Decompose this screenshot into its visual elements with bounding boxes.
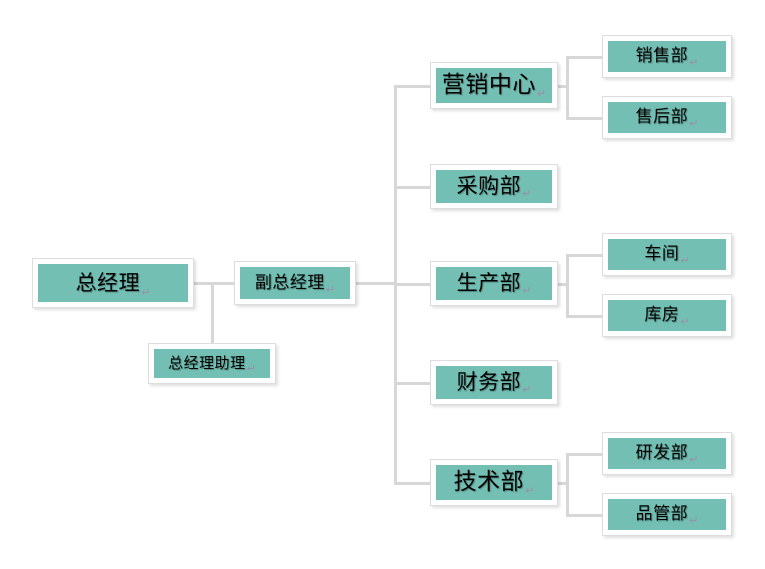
node-label: 财务部	[456, 370, 522, 394]
connector-subtrunk-to-warehouse	[566, 315, 604, 318]
paragraph-mark-icon: ↵	[246, 362, 256, 375]
paragraph-mark-icon: ↵	[689, 56, 699, 69]
paragraph-mark-icon: ↵	[680, 315, 690, 328]
node-label: 研发部	[635, 443, 689, 463]
connector-trunk-to-marketing	[394, 85, 431, 88]
node-label: 品管部	[635, 504, 689, 524]
connector-tech-subtrunk	[566, 453, 569, 516]
node-fill: 车间 ↵	[608, 239, 726, 270]
node-production-dept[interactable]: 生产部 ↵	[430, 261, 558, 306]
connector-subtrunk-to-sales	[566, 56, 604, 59]
paragraph-mark-icon: ↵	[689, 514, 699, 527]
node-fill: 库房 ↵	[608, 300, 726, 331]
node-label: 生产部	[456, 271, 522, 295]
node-fill: 技术部 ↵	[436, 465, 552, 500]
node-label: 技术部	[453, 469, 525, 495]
node-marketing-center[interactable]: 营销中心 ↵	[430, 62, 558, 109]
connector-deputy-to-trunk	[355, 282, 397, 285]
node-workshop[interactable]: 车间 ↵	[602, 233, 732, 276]
node-label: 售后部	[635, 107, 689, 127]
paragraph-mark-icon: ↵	[522, 383, 532, 396]
node-fill: 品管部 ↵	[608, 499, 726, 530]
node-fill: 总经理助理 ↵	[154, 349, 270, 378]
connector-junction-vertical-assistant	[211, 282, 214, 365]
node-label: 采购部	[456, 174, 522, 198]
paragraph-mark-icon: ↵	[689, 453, 699, 466]
node-fill: 营销中心 ↵	[436, 68, 552, 103]
connector-marketing-to-subtrunk	[557, 85, 569, 88]
paragraph-mark-icon: ↵	[680, 254, 690, 267]
node-warehouse[interactable]: 库房 ↵	[602, 294, 732, 337]
node-fill: 财务部 ↵	[436, 366, 552, 399]
paragraph-mark-icon: ↵	[141, 286, 151, 299]
paragraph-mark-icon: ↵	[689, 117, 699, 130]
node-label: 副总经理	[254, 272, 325, 293]
connector-subtrunk-to-qa	[566, 514, 604, 517]
connector-subtrunk-to-rnd	[566, 453, 604, 456]
paragraph-mark-icon: ↵	[525, 484, 535, 497]
node-label: 销售部	[635, 46, 689, 66]
paragraph-mark-icon: ↵	[325, 283, 336, 296]
node-general-manager[interactable]: 总经理 ↵	[32, 258, 194, 308]
connector-junction-to-deputy	[211, 282, 235, 285]
node-label: 总经理助理	[168, 354, 246, 372]
connector-production-to-subtrunk	[557, 283, 569, 286]
paragraph-mark-icon: ↵	[522, 187, 532, 200]
connector-subtrunk-to-workshop	[566, 254, 604, 257]
connector-trunk-to-purchase	[394, 186, 431, 189]
node-label: 库房	[644, 305, 680, 325]
node-quality-dept[interactable]: 品管部 ↵	[602, 493, 732, 536]
node-fill: 生产部 ↵	[436, 267, 552, 300]
node-sales-dept[interactable]: 销售部 ↵	[602, 35, 732, 78]
node-purchasing-dept[interactable]: 采购部 ↵	[430, 164, 558, 209]
connector-trunk-to-finance	[394, 382, 431, 385]
node-fill: 副总经理 ↵	[240, 267, 350, 299]
paragraph-mark-icon: ↵	[536, 87, 547, 100]
connector-production-subtrunk	[566, 254, 569, 317]
node-fill: 研发部 ↵	[608, 438, 726, 469]
node-technology-dept[interactable]: 技术部 ↵	[430, 459, 558, 506]
node-rnd-dept[interactable]: 研发部 ↵	[602, 432, 732, 475]
connector-gm-to-junction	[193, 282, 214, 285]
connector-marketing-subtrunk	[566, 56, 569, 119]
node-fill: 销售部 ↵	[608, 41, 726, 72]
node-fill: 总经理 ↵	[38, 264, 188, 302]
node-label: 总经理	[75, 270, 141, 295]
node-fill: 售后部 ↵	[608, 102, 726, 133]
node-deputy-general-manager[interactable]: 副总经理 ↵	[234, 261, 356, 305]
node-label: 营销中心	[441, 72, 536, 98]
node-finance-dept[interactable]: 财务部 ↵	[430, 360, 558, 405]
paragraph-mark-icon: ↵	[522, 284, 532, 297]
connector-trunk-to-tech	[394, 482, 431, 485]
connector-trunk-to-production	[394, 283, 431, 286]
node-aftersales-dept[interactable]: 售后部 ↵	[602, 96, 732, 139]
node-fill: 采购部 ↵	[436, 170, 552, 203]
connector-subtrunk-to-aftersale	[566, 117, 604, 120]
node-label: 车间	[644, 244, 680, 264]
connector-tech-to-subtrunk	[557, 482, 569, 485]
node-gm-assistant[interactable]: 总经理助理 ↵	[148, 343, 276, 384]
